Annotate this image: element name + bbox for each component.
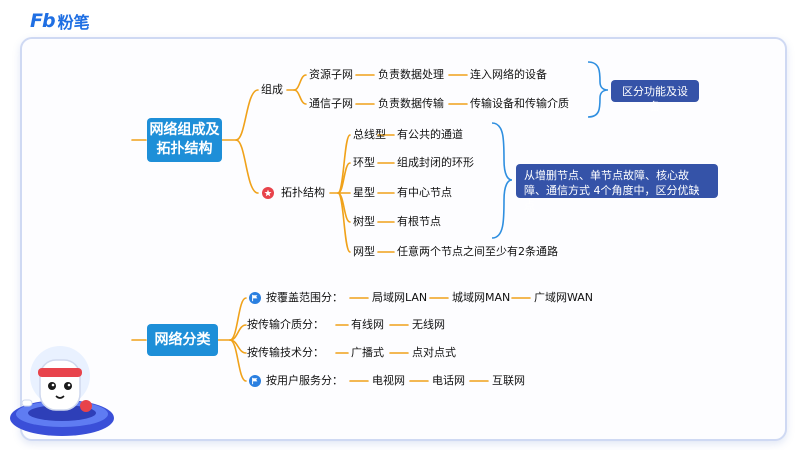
- leaf-resource-device: 连入网络的设备: [470, 68, 547, 81]
- leaf-resource-subnet: 资源子网: [309, 68, 353, 81]
- leaf-wireless: 无线网: [412, 318, 445, 331]
- note-composition: 区分功能及设备: [611, 80, 699, 113]
- leaf-mesh: 网型: [353, 245, 375, 258]
- note-topology: 从增删节点、单节点故障、核心故障、通信方式 4个角度中，区分优缺点: [516, 164, 718, 212]
- leaf-ring: 环型: [353, 156, 375, 169]
- leaf-bus-desc: 有公共的通道: [397, 128, 463, 141]
- branch-topology: 拓扑结构: [281, 186, 325, 199]
- leaf-comm-subnet: 通信子网: [309, 97, 353, 110]
- leaf-broadcast: 广播式: [351, 346, 384, 359]
- leaf-star-desc: 有中心节点: [397, 186, 452, 199]
- logo-mark: Fb: [30, 10, 56, 32]
- classify-by-service: 按用户服务分：: [266, 374, 343, 387]
- flag-icon: [249, 292, 261, 304]
- content-panel: [20, 37, 787, 441]
- leaf-bus: 总线型: [353, 128, 386, 141]
- leaf-wired: 有线网: [351, 318, 384, 331]
- mascot-illustration: [10, 346, 114, 436]
- logo-name: 粉笔: [57, 13, 90, 32]
- leaf-wan: 广域网WAN: [534, 291, 594, 304]
- leaf-tv-network: 电视网: [372, 374, 405, 387]
- brand-logo: Fb 粉笔: [30, 9, 90, 33]
- leaf-star: 星型: [353, 186, 375, 199]
- root-node-composition-topology: 网络组成及拓扑结构: [147, 118, 222, 162]
- branch-composition: 组成: [261, 83, 283, 96]
- classify-by-medium: 按传输介质分：: [247, 318, 324, 331]
- leaf-mesh-desc: 任意两个节点之间至少有2条通路: [397, 245, 558, 258]
- leaf-internet: 互联网: [492, 374, 525, 387]
- leaf-point-to-point: 点对点式: [412, 346, 456, 359]
- leaf-phone-network: 电话网: [432, 374, 465, 387]
- leaf-tree: 树型: [353, 215, 375, 228]
- root-node-classification: 网络分类: [147, 324, 218, 356]
- leaf-man: 城域网MAN: [452, 291, 511, 304]
- classify-by-technology: 按传输技术分：: [247, 346, 324, 359]
- leaf-resource-function: 负责数据处理: [378, 68, 444, 81]
- leaf-comm-device: 传输设备和传输介质: [470, 97, 569, 110]
- leaf-comm-function: 负责数据传输: [378, 97, 444, 110]
- flag-icon: [249, 375, 261, 387]
- leaf-ring-desc: 组成封闭的环形: [397, 156, 474, 169]
- leaf-tree-desc: 有根节点: [397, 215, 441, 228]
- leaf-lan: 局域网LAN: [372, 291, 428, 304]
- star-icon: [262, 187, 274, 199]
- classify-by-coverage: 按覆盖范围分：: [266, 291, 343, 304]
